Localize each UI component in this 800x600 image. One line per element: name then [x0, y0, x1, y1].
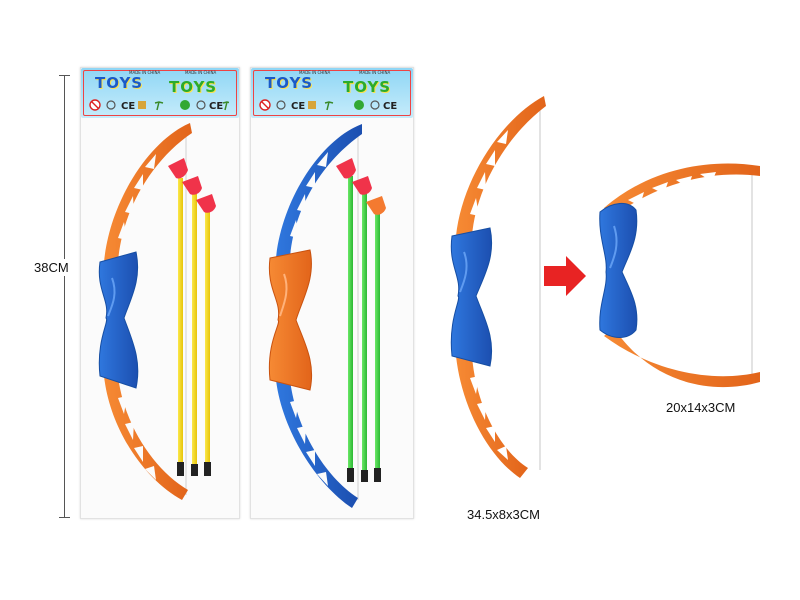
upper-limb [276, 124, 362, 258]
box-icon [138, 101, 146, 109]
recycle-icon [276, 100, 286, 110]
made-in-label: MADE IN CHINA [185, 70, 217, 75]
package-orange-bow: TOYS TOYS MADE IN CHINA MADE IN CHINA CE… [80, 67, 240, 519]
arrow-set-yellow [168, 158, 216, 476]
bow-folded [599, 163, 760, 388]
lower-limb [104, 376, 188, 500]
bow-grip [450, 227, 493, 367]
ce-mark-icon: CE [383, 101, 397, 112]
header-card-border [83, 70, 237, 116]
limb-cutouts [628, 172, 716, 372]
arrow-nock [191, 464, 198, 476]
box-icon [308, 101, 316, 109]
limb-cutouts [290, 152, 328, 486]
header-card-border [253, 70, 411, 116]
green-dot-icon [180, 100, 190, 110]
height-dimension-line [64, 75, 65, 518]
ce-mark-icon: CE [209, 101, 223, 112]
arrow-nock [204, 462, 211, 476]
arrow-shaft [362, 192, 367, 480]
arrow-nock [374, 468, 381, 482]
bow-grip [98, 251, 139, 389]
bow-grip [268, 249, 313, 391]
suction-cup [168, 158, 188, 179]
palm-tree-icon [222, 101, 229, 111]
suction-cup [196, 194, 216, 213]
limb-cutouts [470, 130, 508, 460]
bow-dimension-label: 34.5x8x3CM [467, 507, 540, 522]
arrow-set-green [336, 158, 386, 482]
recycle-icon [106, 100, 116, 110]
recycle-icon [196, 100, 206, 110]
folded-dimension-label: 20x14x3CM [666, 400, 736, 415]
recycle-icon [370, 100, 380, 110]
suction-cup [352, 176, 372, 195]
bow-grip [599, 203, 638, 338]
height-dimension-tick-top [59, 75, 70, 76]
ce-mark-icon: CE [121, 101, 135, 112]
arrow-nock [177, 462, 184, 476]
header-card: TOYS TOYS MADE IN CHINA MADE IN CHINA CE… [81, 68, 239, 118]
blue-bow-packaged [268, 124, 386, 508]
arrow-shaft [205, 212, 210, 476]
lower-limb [604, 328, 760, 388]
limb-cutouts [118, 154, 156, 480]
arrow-shaft [375, 212, 380, 482]
arrow-nock [361, 470, 368, 482]
palm-tree-icon [324, 101, 334, 111]
warning-icons-row: CE CE [259, 99, 397, 112]
height-dimension-tick-bottom [59, 517, 70, 518]
upper-limb [456, 96, 546, 236]
toys-logo-right: TOYS [169, 78, 218, 96]
bow-unfolded [450, 96, 546, 478]
upper-limb [104, 123, 192, 262]
palm-tree-icon [154, 101, 164, 111]
lower-limb [456, 356, 528, 478]
header-card: TOYS TOYS MADE IN CHINA MADE IN CHINA CE… [251, 68, 413, 118]
suction-cup [366, 196, 386, 215]
orange-bow-packaged [98, 123, 216, 500]
made-in-label: MADE IN CHINA [129, 70, 161, 75]
suction-cup [336, 158, 356, 179]
toys-logo-left: TOYS [95, 74, 144, 92]
toys-logo-left: TOYS [265, 74, 314, 92]
ce-mark-icon: CE [291, 101, 305, 112]
toys-logo-right: TOYS [343, 78, 392, 96]
height-dimension-label: 38CM [34, 259, 69, 276]
suction-cup [182, 176, 202, 195]
arrow-shaft [192, 194, 197, 476]
made-in-label: MADE IN CHINA [299, 70, 331, 75]
green-dot-icon [354, 100, 364, 110]
arrow-nock [347, 468, 354, 482]
arrow-shaft [348, 176, 353, 480]
made-in-label: MADE IN CHINA [359, 70, 391, 75]
right-arrow-icon [544, 256, 586, 296]
arrow-shaft [178, 178, 183, 476]
warning-icons-row: CE CE [89, 99, 229, 112]
lower-limb [276, 380, 358, 508]
